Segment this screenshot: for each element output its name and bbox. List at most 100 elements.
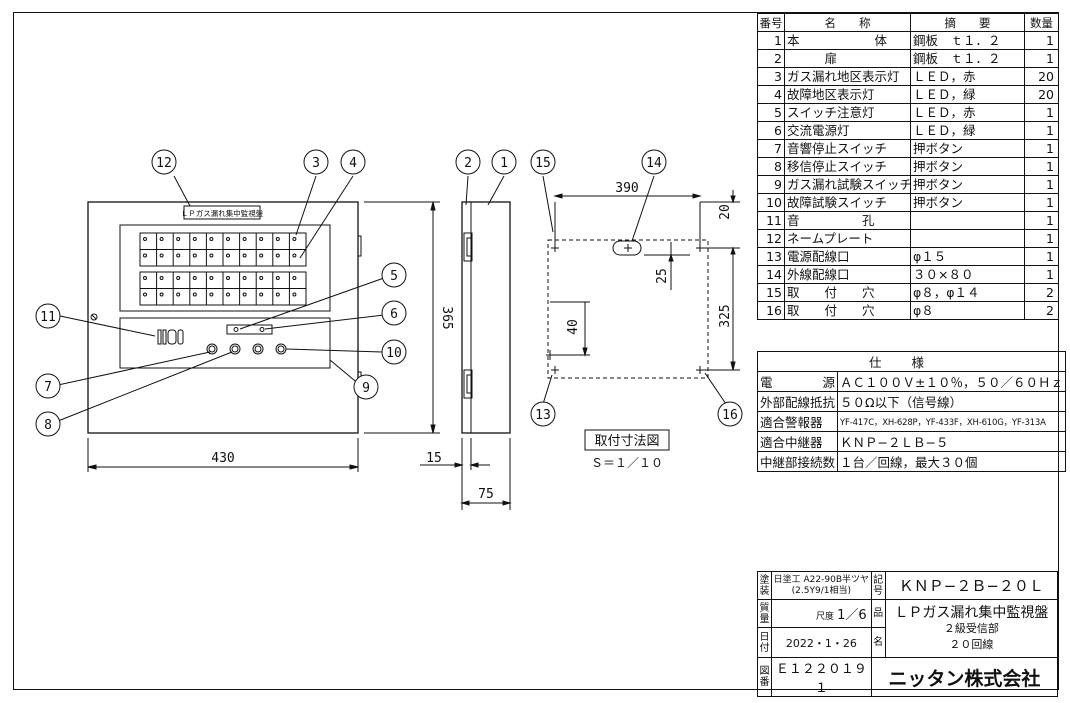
lamp-led xyxy=(176,253,181,258)
front-view-body xyxy=(87,201,359,434)
spec-label: 中継部接続数 xyxy=(756,451,839,472)
lamp-led xyxy=(209,276,214,280)
product-name: ＬＰガス漏れ集中監視盤 xyxy=(894,604,1049,621)
parts-cell-no: 5 xyxy=(757,103,785,122)
scale-label: 尺度 xyxy=(815,612,834,622)
parts-cell-note: ３０×８０ xyxy=(910,265,1025,284)
parts-cell-no: 3 xyxy=(757,67,785,86)
lamp-led xyxy=(259,276,264,280)
parts-cell-note: 押ボタン xyxy=(910,175,1025,194)
name-label-2: 名 xyxy=(870,627,886,658)
callout-circle xyxy=(530,401,556,427)
lamp-led xyxy=(292,292,297,297)
spec-value: １台／回線，最大３０個 xyxy=(837,451,1066,472)
parts-cell-no: 6 xyxy=(757,121,785,140)
lamp-led xyxy=(226,253,230,258)
nameplate-text: ＬＰガス漏れ集中監視盤 xyxy=(181,208,264,218)
mount-scale: Ｓ＝１／１０ xyxy=(591,456,663,470)
callout-number: 11 xyxy=(40,310,56,325)
parts-cell-note: 鋼板 ｔ１．２ xyxy=(910,49,1025,68)
callout-number: 7 xyxy=(44,380,52,395)
lamp-led xyxy=(209,253,214,258)
parts-cell-note: 押ボタン xyxy=(910,157,1025,176)
parts-cell-name: 音 孔 xyxy=(784,211,911,230)
parts-cell-no: 12 xyxy=(757,229,785,248)
parts-cell-qty: 1 xyxy=(1024,121,1059,140)
header-name: 名 称 xyxy=(784,13,911,32)
lamp-led xyxy=(275,237,280,241)
parts-cell-name: 電源配線口 xyxy=(784,247,911,266)
product-sub-1: ２級受信部 xyxy=(943,621,999,635)
dim-width: 430 xyxy=(211,451,234,466)
parts-cell-name: 外線配線口 xyxy=(784,265,911,284)
lamp-led xyxy=(192,253,197,258)
parts-cell-name: 扉 xyxy=(784,49,911,68)
parts-cell-no: 8 xyxy=(757,157,785,176)
lamp-led xyxy=(275,292,280,297)
date-value: 2022・1・26 xyxy=(770,627,872,658)
lamp-led xyxy=(209,237,214,241)
parts-cell-no: 4 xyxy=(757,85,785,104)
parts-cell-name: ガス漏れ地区表示灯 xyxy=(784,67,911,86)
callout-circle xyxy=(381,339,407,365)
company-logo: ニッタン株式会社 xyxy=(870,657,1059,697)
lamp-led xyxy=(292,276,297,280)
drawing-no-label: 図番 xyxy=(757,657,772,697)
mass-label: 質量 xyxy=(757,599,772,628)
spec-value: ＫＮＰ−２ＬＢ−５ xyxy=(837,431,1066,452)
lamp-led xyxy=(259,253,264,258)
parts-cell-no: 1 xyxy=(757,31,785,50)
title-block: 塗装 日塗工 A22-90B半ツヤ(2.5Y9/1相当) 記号 ＫＮＰ−２Ｂ−２… xyxy=(757,571,1059,697)
lamp-led xyxy=(292,237,297,241)
lamp-led xyxy=(242,292,247,297)
lamp-led xyxy=(209,292,214,297)
technical-drawing: ＬＰガス漏れ集中監視盤 430 365 xyxy=(35,149,743,510)
lamp-panel xyxy=(119,224,331,312)
switch-caution-led xyxy=(233,327,239,332)
paint-label: 塗装 xyxy=(757,571,772,600)
callout-circle xyxy=(151,149,177,175)
lamp-led xyxy=(159,237,164,241)
product-sub-2: ２０回線 xyxy=(949,637,994,651)
spec-label: 適合警報器 xyxy=(756,411,839,432)
callout-number: 13 xyxy=(535,408,551,423)
parts-cell-no: 14 xyxy=(757,265,785,284)
parts-cell-no: 7 xyxy=(757,139,785,158)
callout-number: 15 xyxy=(535,156,551,171)
parts-cell-note: ＬＥＤ，赤 xyxy=(910,67,1025,86)
parts-cell-name: スイッチ注意灯 xyxy=(784,103,911,122)
parts-cell-name: 移信停止スイッチ xyxy=(784,157,911,176)
parts-cell-note: 鋼板 ｔ１．２ xyxy=(910,31,1025,50)
symbol-label: 記号 xyxy=(870,571,886,600)
parts-cell-qty: 2 xyxy=(1024,283,1059,302)
callout-circle xyxy=(381,262,407,288)
parts-cell-name: 取 付 穴 xyxy=(784,283,911,302)
lamp-led xyxy=(292,253,297,258)
lamp-led xyxy=(226,276,230,280)
lamp-led xyxy=(226,292,230,297)
callout-number: 14 xyxy=(646,156,662,171)
lamp-led xyxy=(275,253,280,258)
parts-cell-no: 16 xyxy=(757,301,785,320)
lamp-grid xyxy=(139,232,307,306)
mount-outline xyxy=(547,239,709,379)
parts-cell-note xyxy=(910,211,1025,230)
mount-holes xyxy=(551,244,704,374)
parts-cell-no: 9 xyxy=(757,175,785,194)
callout-circle xyxy=(353,374,379,400)
dim-20: 20 xyxy=(718,204,733,220)
callout-number: 2 xyxy=(464,156,472,171)
parts-cell-name: 音響停止スイッチ xyxy=(784,139,911,158)
